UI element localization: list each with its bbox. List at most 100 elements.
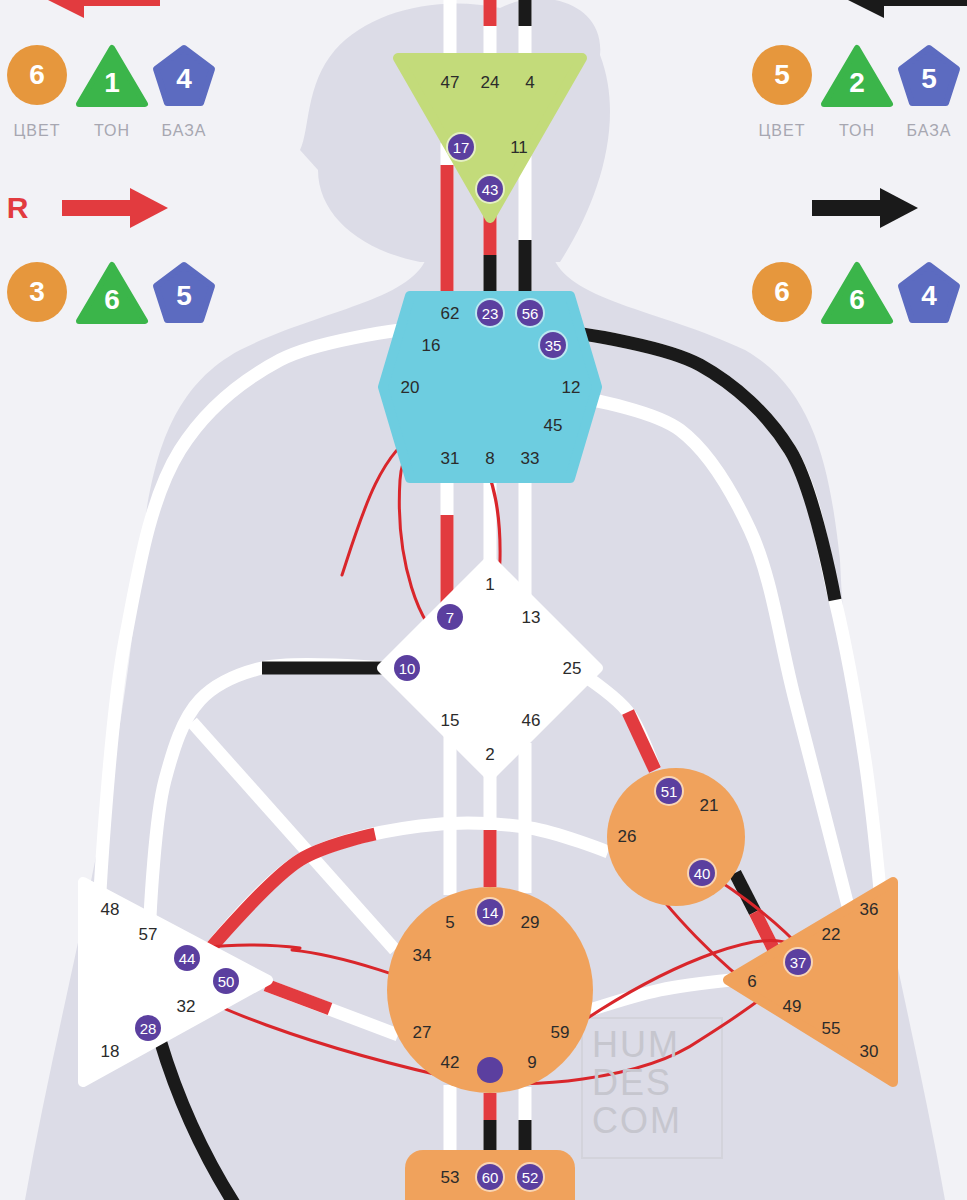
center-shape-fill [398, 58, 582, 218]
gate-number: 40 [694, 866, 711, 881]
activated-gate: 40 [689, 860, 715, 886]
channel-activation [266, 985, 330, 1009]
color-circle: 6 [751, 261, 813, 323]
channel [444, 1085, 457, 1150]
activated-gate: 43 [477, 176, 503, 202]
panel-number: 6 [29, 61, 45, 89]
activated-gate: 37 [785, 949, 811, 975]
color-circle: 6 [6, 44, 68, 106]
channel [484, 776, 497, 887]
panel-shape-fill [824, 265, 890, 321]
channel-group [525, 478, 526, 595]
panel-shape-fill [79, 48, 145, 104]
gate-number: 46 [522, 712, 541, 729]
tone-triangle: 2 [821, 43, 893, 107]
gate-number: 37 [790, 955, 807, 970]
center-shape-fill [405, 1150, 575, 1200]
channel-activation [441, 165, 454, 296]
activated-gate: 35 [540, 332, 566, 358]
gate-number: 56 [522, 306, 539, 321]
gate-number: 4 [525, 74, 534, 91]
panel-number: 5 [921, 65, 937, 93]
channel [519, 1087, 532, 1150]
channel-activation [519, 240, 532, 296]
gate-number: 6 [747, 973, 756, 990]
gate-number: 36 [860, 901, 879, 918]
tone-triangle: 6 [821, 260, 893, 324]
gate-number: 23 [482, 306, 499, 321]
color-circle: 3 [6, 261, 68, 323]
channel-group [447, 478, 448, 603]
gate-number: 24 [481, 74, 500, 91]
panel-number: 4 [176, 65, 192, 93]
channel-activation [484, 255, 497, 296]
activated-gate: 28 [135, 1015, 161, 1041]
channel-activation [519, 1120, 532, 1150]
panel-number: 6 [774, 278, 790, 306]
gate-number: 14 [482, 905, 499, 920]
color-circle: 5 [751, 44, 813, 106]
panel-shape-fill [7, 262, 67, 322]
channel [588, 678, 655, 770]
g-center: 7101132515462 [382, 560, 598, 776]
gate-number: 21 [700, 797, 719, 814]
direction-arrow [48, 0, 168, 228]
panel-shape-fill [901, 48, 957, 103]
solar-plexus-center: 3736226495530 [728, 882, 893, 1082]
channel-activation [484, 0, 497, 26]
channel-group [588, 678, 655, 770]
gate-number: 15 [441, 712, 460, 729]
gate-number: 57 [139, 926, 158, 943]
panel-shape-fill [156, 48, 212, 103]
activated-gate: 51 [656, 778, 682, 804]
gate-number: 42 [441, 1054, 460, 1071]
gate-number: 27 [413, 1024, 432, 1041]
channel-activation [210, 834, 375, 949]
panel-number: 4 [921, 282, 937, 310]
center-shape-fill [83, 882, 268, 1082]
gate-number: 9 [527, 1054, 536, 1071]
gate-number: 53 [441, 1169, 460, 1186]
column-label: ТОН [94, 123, 130, 139]
activated-gate: 44 [174, 945, 200, 971]
gate-number: 25 [563, 660, 582, 677]
gate-number: 17 [453, 140, 470, 155]
panel-shape-fill [752, 262, 812, 322]
channel-activation [628, 712, 655, 770]
channel-group [490, 1093, 491, 1150]
throat-center: 235635621620124531833 [383, 296, 597, 478]
channel-group [590, 980, 731, 1010]
channel-group [490, 776, 491, 887]
channel [441, 478, 454, 603]
gate-number: 12 [562, 379, 581, 396]
column-label: ЦВЕТ [14, 123, 61, 139]
gate-number: 2 [485, 746, 494, 763]
channel-group [525, 1087, 526, 1150]
activated-gate: 17 [448, 134, 474, 160]
channel-group [266, 985, 398, 1035]
channel-group [450, 736, 451, 895]
gate-number: 45 [544, 417, 563, 434]
channel [519, 156, 532, 296]
gate-marker [477, 1057, 503, 1083]
heart-center: 51402126 [607, 768, 745, 906]
gate-number: 20 [401, 379, 420, 396]
panel-shape-fill [824, 48, 890, 104]
channel [592, 400, 848, 906]
base-pentagon: 5 [897, 44, 961, 106]
activated-gate: 50 [213, 968, 239, 994]
channel [519, 743, 532, 893]
center-shape-fill [382, 560, 598, 776]
channel-group [100, 330, 400, 891]
gate-number: 50 [218, 974, 235, 989]
channel-activation [484, 1093, 497, 1120]
gate-number: 60 [482, 1170, 499, 1185]
column-label: ЦВЕТ [759, 123, 806, 139]
channel [519, 478, 532, 595]
panel-shape-fill [7, 45, 67, 105]
base-pentagon: 5 [152, 261, 216, 323]
channel [484, 215, 497, 296]
channel-activation [160, 1040, 235, 1200]
gate-number: 62 [441, 305, 460, 322]
